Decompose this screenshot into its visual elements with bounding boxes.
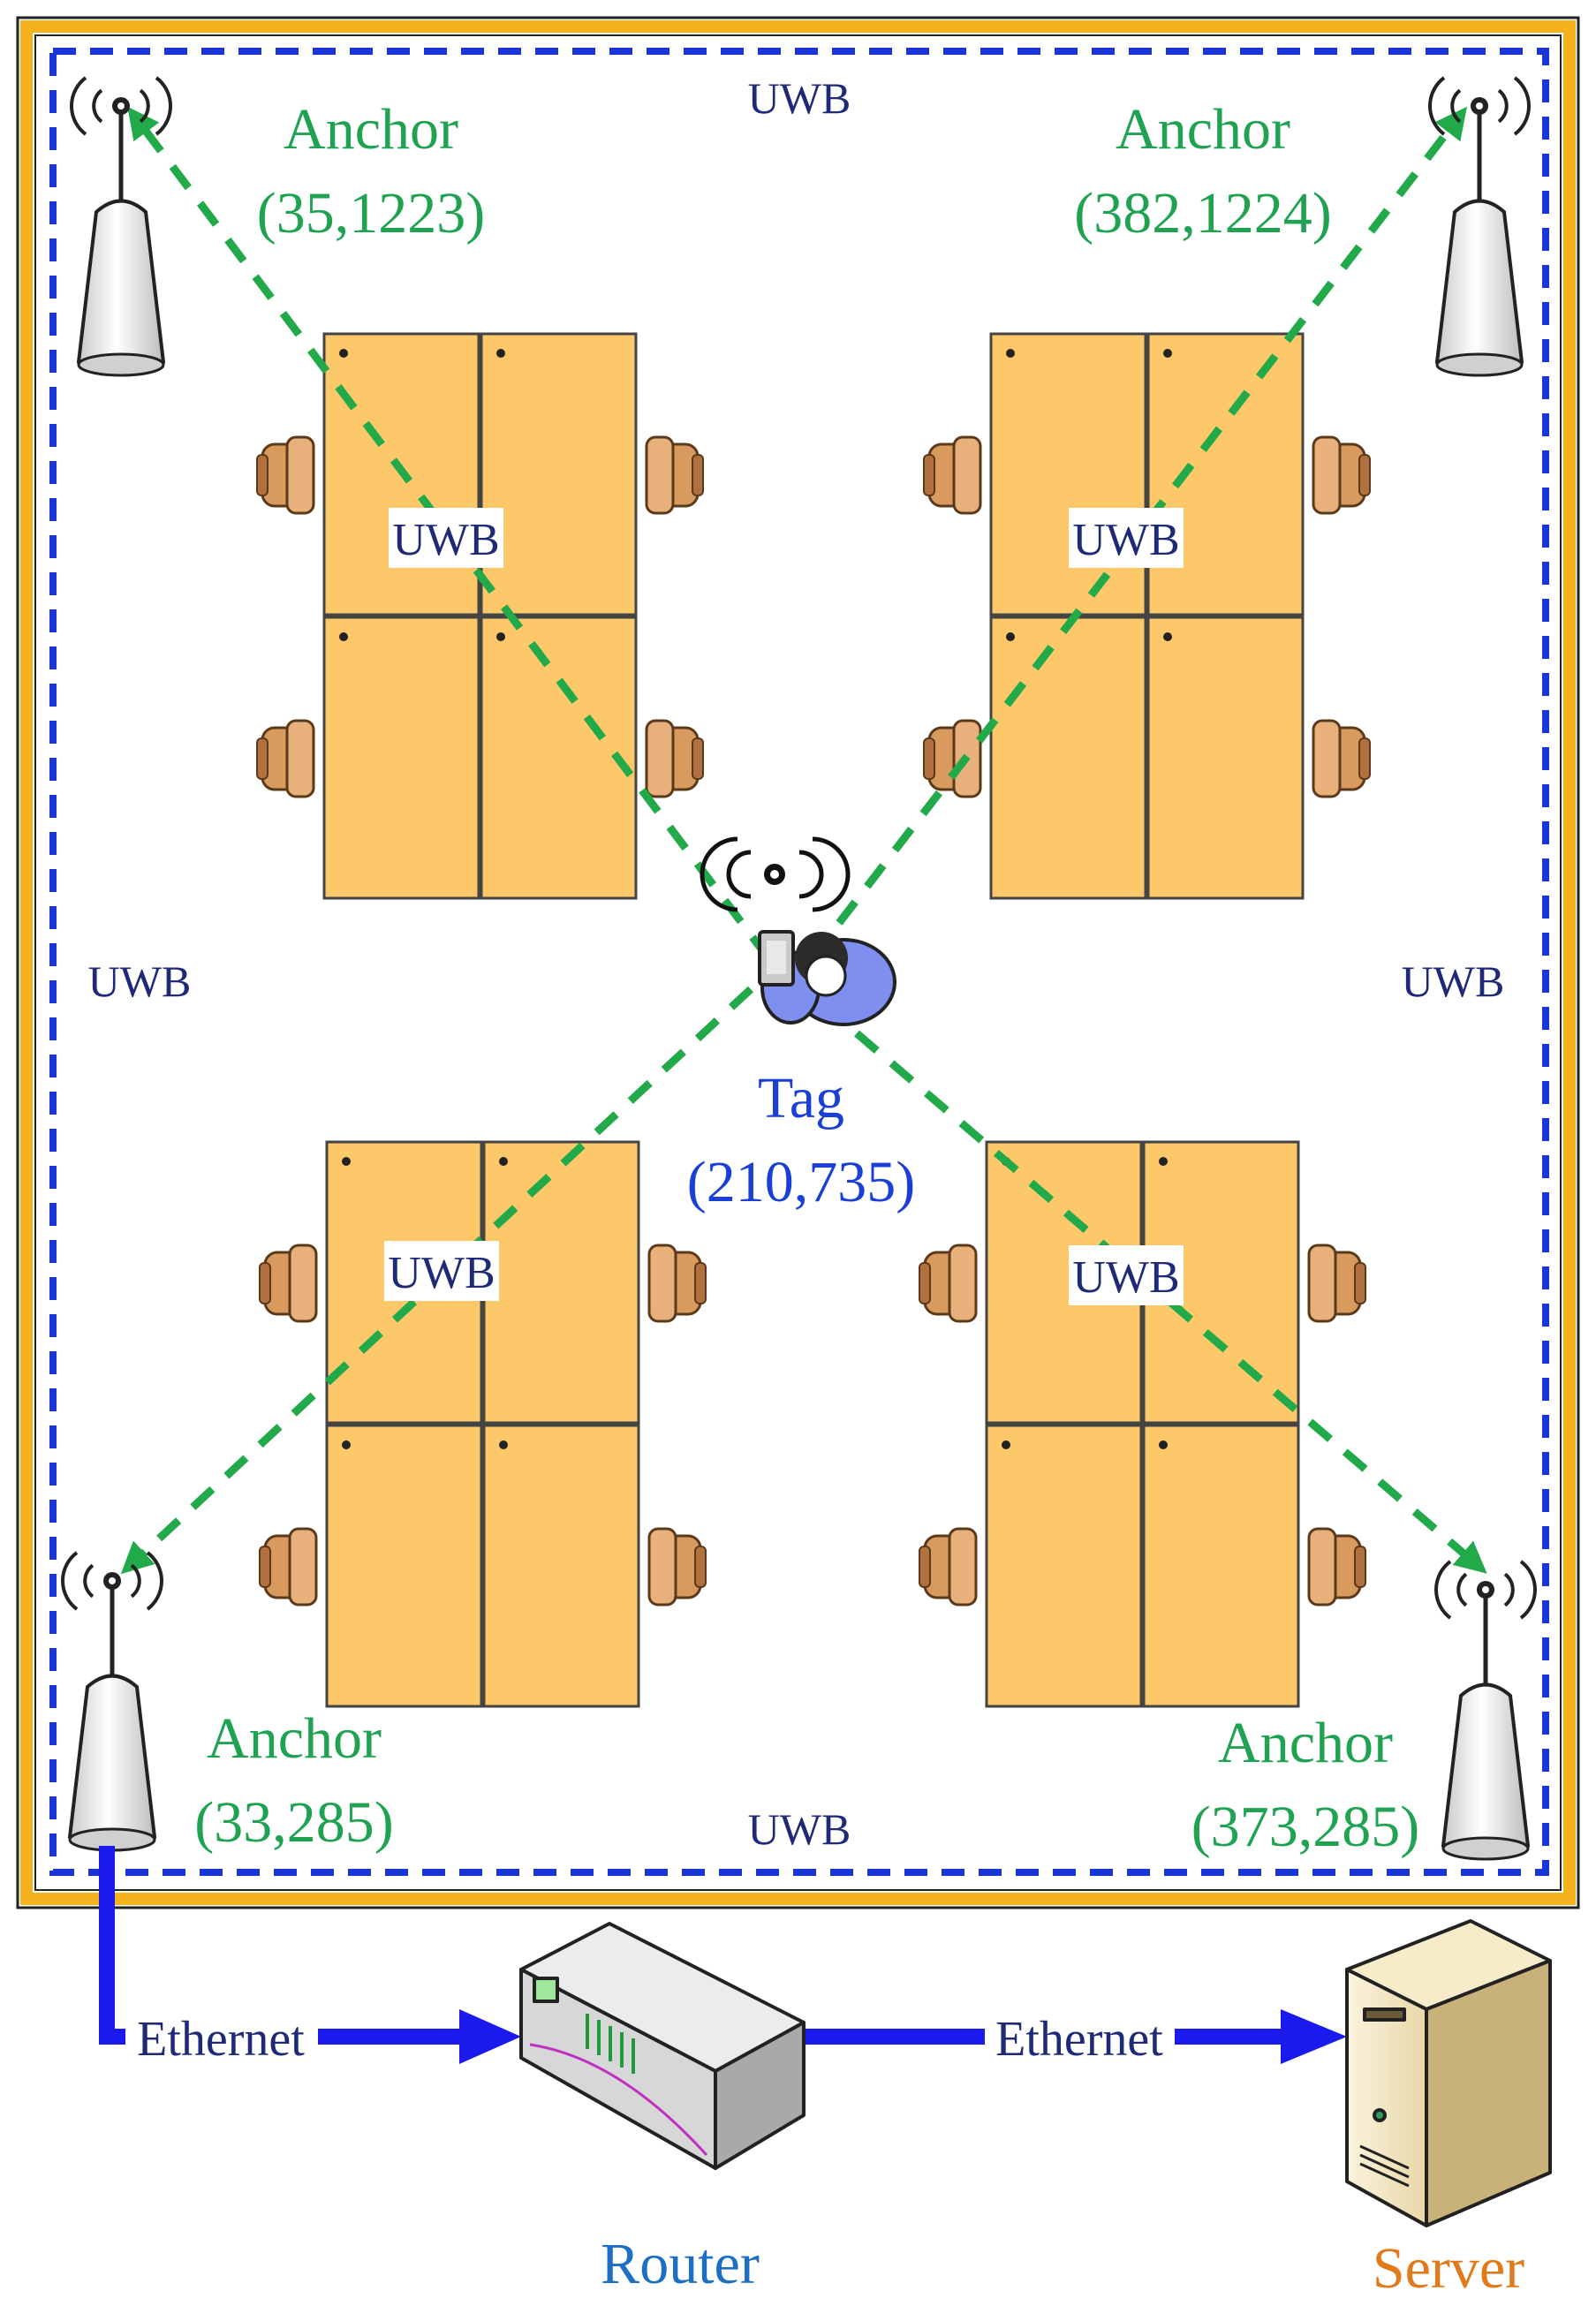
desk-icon — [1142, 1424, 1300, 1708]
anchor-antenna-icon — [70, 76, 172, 377]
desk-icon — [482, 1424, 640, 1708]
desk-dot — [1163, 349, 1172, 358]
svg-text:Tag: Tag — [758, 1066, 844, 1130]
uwb-coverage-zone — [49, 48, 1549, 1876]
anchor-antenna-icon — [1428, 76, 1531, 377]
room-inner-line — [34, 34, 1562, 1891]
anchor-antenna-icon — [61, 1551, 163, 1852]
chair-icon — [923, 435, 982, 515]
tag-label: Tag (210,735) — [687, 1066, 915, 1214]
svg-text:(35,1223): (35,1223) — [257, 181, 485, 246]
desk-icon — [480, 332, 638, 616]
tag-person-icon — [700, 836, 896, 1026]
chair-icon — [647, 1244, 707, 1323]
desk-icon — [1146, 616, 1305, 900]
desk-dot — [1159, 1440, 1168, 1449]
router-label: Router — [601, 2232, 760, 2296]
chair-icon — [1312, 719, 1371, 798]
desk-icon — [325, 1424, 483, 1708]
desk-dot — [342, 1157, 351, 1166]
svg-text:UWB: UWB — [388, 1248, 495, 1298]
desk-icon — [482, 1140, 640, 1425]
desk-dot — [339, 349, 348, 358]
desk-dot — [1163, 632, 1172, 641]
uwb-link-label-br: UWB — [1069, 1245, 1184, 1305]
chair-icon — [259, 1244, 318, 1323]
server-icon — [1345, 1919, 1552, 2227]
uwb-link-label-bl: UWB — [384, 1241, 499, 1301]
svg-text:Anchor: Anchor — [1116, 97, 1290, 162]
chair-icon — [259, 1527, 318, 1607]
desk-dot — [496, 632, 505, 641]
svg-text:(373,285): (373,285) — [1191, 1795, 1419, 1859]
desk-dot — [1006, 349, 1015, 358]
svg-text:Anchor: Anchor — [207, 1706, 382, 1771]
uwb-link-label-tl: UWB — [389, 508, 503, 568]
chair-icon — [919, 1527, 978, 1607]
chair-icon — [1312, 435, 1371, 515]
anchor-label-top-left: Anchor (35,1223) — [257, 97, 485, 246]
uwb-label-bottom: UWB — [748, 1804, 851, 1854]
desk-dot — [496, 349, 505, 358]
desk-icon — [322, 616, 480, 900]
chair-icon — [645, 435, 704, 515]
svg-text:(210,735): (210,735) — [687, 1150, 915, 1214]
desk-dot — [339, 632, 348, 641]
chair-icon — [256, 719, 315, 798]
anchor-label-top-right: Anchor (382,1224) — [1074, 97, 1331, 246]
svg-text:Anchor: Anchor — [1218, 1711, 1393, 1775]
ethernet-links — [99, 1846, 1347, 2064]
chair-icon — [645, 719, 704, 798]
uwb-link-label-tr: UWB — [1069, 508, 1184, 568]
desk-dot — [499, 1157, 508, 1166]
desk-icon — [1142, 1140, 1300, 1425]
chair-icon — [256, 435, 315, 515]
desk-dot — [342, 1440, 351, 1449]
desk-icon — [985, 1424, 1143, 1708]
svg-text:UWB: UWB — [1072, 515, 1179, 565]
svg-text:UWB: UWB — [392, 515, 499, 565]
room-outer-line — [16, 16, 1580, 1909]
router-icon — [519, 1922, 806, 2170]
chair-icon — [919, 1244, 978, 1323]
uwb-label-top: UWB — [748, 73, 851, 123]
server-label: Server — [1373, 2236, 1524, 2301]
desk-dot — [1159, 1157, 1168, 1166]
svg-text:(382,1224): (382,1224) — [1074, 181, 1331, 246]
uwb-label-left: UWB — [88, 956, 192, 1006]
svg-text:(33,285): (33,285) — [194, 1790, 393, 1855]
anchor-antenna-icon — [1434, 1560, 1537, 1861]
anchor-label-bottom-right: Anchor (373,285) — [1191, 1711, 1419, 1859]
anchor-antennas — [61, 76, 1537, 1861]
ethernet-label-2: Ethernet — [995, 2012, 1163, 2067]
svg-text:UWB: UWB — [1072, 1252, 1179, 1303]
anchor-label-bottom-left: Anchor (33,285) — [194, 1706, 393, 1855]
desk-icon — [1146, 332, 1305, 616]
uwb-label-right: UWB — [1402, 956, 1505, 1006]
desk-dot — [499, 1440, 508, 1449]
chair-icon — [647, 1527, 707, 1607]
desk-icon — [989, 616, 1147, 900]
desk-icon — [480, 616, 638, 900]
chair-icon — [1307, 1244, 1366, 1323]
svg-text:Anchor: Anchor — [284, 97, 458, 162]
desk-dot — [1002, 1440, 1010, 1449]
chair-icon — [923, 719, 982, 798]
desk-dot — [1006, 632, 1015, 641]
chair-icon — [1307, 1527, 1366, 1607]
desk-icon — [989, 332, 1147, 616]
ethernet-label-1: Ethernet — [137, 2012, 305, 2067]
desk-clusters — [256, 332, 1371, 1708]
